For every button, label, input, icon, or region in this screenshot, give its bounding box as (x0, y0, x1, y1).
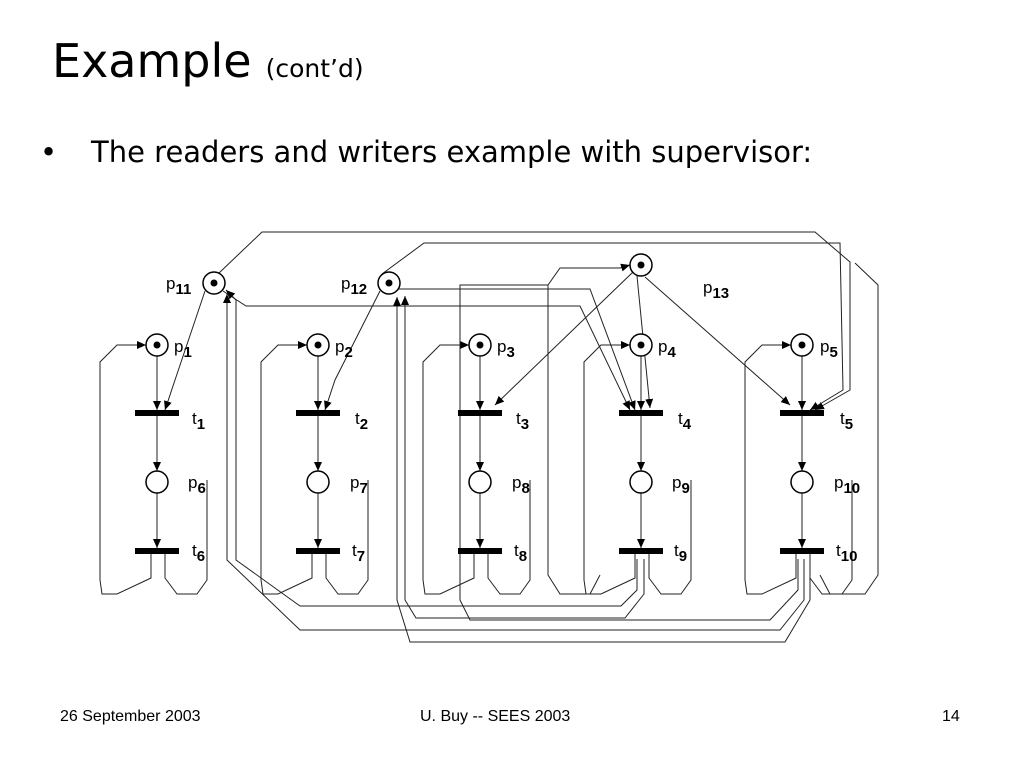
label-t10: t10 (836, 541, 857, 565)
bullet-marker: • (40, 135, 58, 169)
transition-t10 (780, 548, 824, 554)
label-p5: p5 (820, 337, 838, 361)
label-p10: p10 (834, 473, 860, 497)
footer-conference: U. Buy -- SEES 2003 (420, 708, 571, 725)
arc-t7-p2 (260, 341, 313, 595)
arc-t8-p3 (422, 341, 475, 595)
slide-title-suffix: (cont’d) (265, 54, 364, 83)
token-p2 (314, 341, 322, 349)
label-p12: p12 (341, 274, 367, 298)
transition-t6 (135, 548, 179, 554)
arc-loop-tail-5 (809, 480, 853, 595)
label-t5: t5 (840, 409, 853, 433)
footer-date: 26 September 2003 (60, 708, 201, 725)
transition-t9 (619, 548, 663, 554)
arc-loop-tail-2 (325, 480, 369, 595)
slide-title-main: Example (52, 34, 252, 88)
transition-t8 (458, 548, 502, 554)
label-t9: t9 (674, 541, 687, 565)
arc-t9-p4 (583, 341, 636, 595)
arc-t10-p5 (744, 341, 797, 595)
arc-t10-p11 (223, 294, 805, 631)
place-p8 (468, 470, 492, 494)
arc-t6-p1 (99, 341, 152, 595)
arc-p12-t2 (324, 290, 381, 411)
place-p9 (629, 470, 653, 494)
arc-border-m (547, 285, 601, 595)
label-p3: p3 (497, 337, 515, 361)
label-p7: p7 (350, 473, 368, 497)
place-p7 (306, 470, 330, 494)
place-p6 (145, 470, 169, 494)
label-p6: p6 (188, 473, 206, 497)
label-t4: t4 (678, 409, 692, 433)
arc-p13-t5 (644, 276, 791, 406)
token-p5 (798, 341, 806, 349)
label-t2: t2 (355, 409, 368, 433)
slide-title: Example(cont’d) (52, 38, 364, 84)
arc-t9-p12 (401, 296, 645, 619)
place-p10 (790, 470, 814, 494)
label-p13: p13 (703, 278, 729, 302)
label-t1: t1 (192, 409, 205, 433)
label-t6: t6 (192, 541, 205, 565)
arc-loop-tail-1 (164, 480, 208, 595)
token-p13 (637, 261, 645, 269)
label-p8: p8 (512, 473, 530, 497)
transition-t2 (296, 410, 340, 416)
label-p2: p2 (335, 337, 353, 361)
arc-t10-p13 (459, 263, 799, 621)
arc-border-r (819, 262, 879, 595)
transition-t5 (780, 410, 824, 416)
token-p3 (476, 341, 484, 349)
label-t7: t7 (352, 541, 365, 565)
arc-p11-t5 (217, 231, 851, 411)
arc-p11-t1 (164, 290, 206, 411)
arc-p12-t4 (398, 288, 636, 411)
label-p1: p1 (174, 337, 192, 361)
arc-t10-p12 (393, 297, 811, 643)
transition-t1 (135, 410, 179, 416)
label-t8: t8 (514, 541, 527, 565)
token-p12 (385, 279, 393, 287)
transition-t7 (296, 548, 340, 554)
arc-t9-p11 (225, 289, 638, 607)
label-p9: p9 (672, 473, 690, 497)
arc-p13-t3 (494, 271, 634, 406)
transition-t3 (458, 410, 502, 416)
transition-t4 (619, 410, 663, 416)
arc-loop-tail-3 (487, 480, 531, 595)
label-t3: t3 (516, 409, 529, 433)
bullet-text: The readers and writers example with sup… (91, 135, 813, 169)
label-p11: p11 (166, 274, 191, 298)
arc-p11-t4 (222, 290, 631, 411)
arc-loop-tail-4 (648, 480, 692, 595)
arc-p12-t5 (381, 242, 844, 411)
token-p4 (637, 341, 645, 349)
token-p1 (153, 341, 161, 349)
token-p11 (210, 279, 218, 287)
footer-page-number: 14 (942, 708, 960, 725)
label-p4: p4 (658, 337, 676, 361)
